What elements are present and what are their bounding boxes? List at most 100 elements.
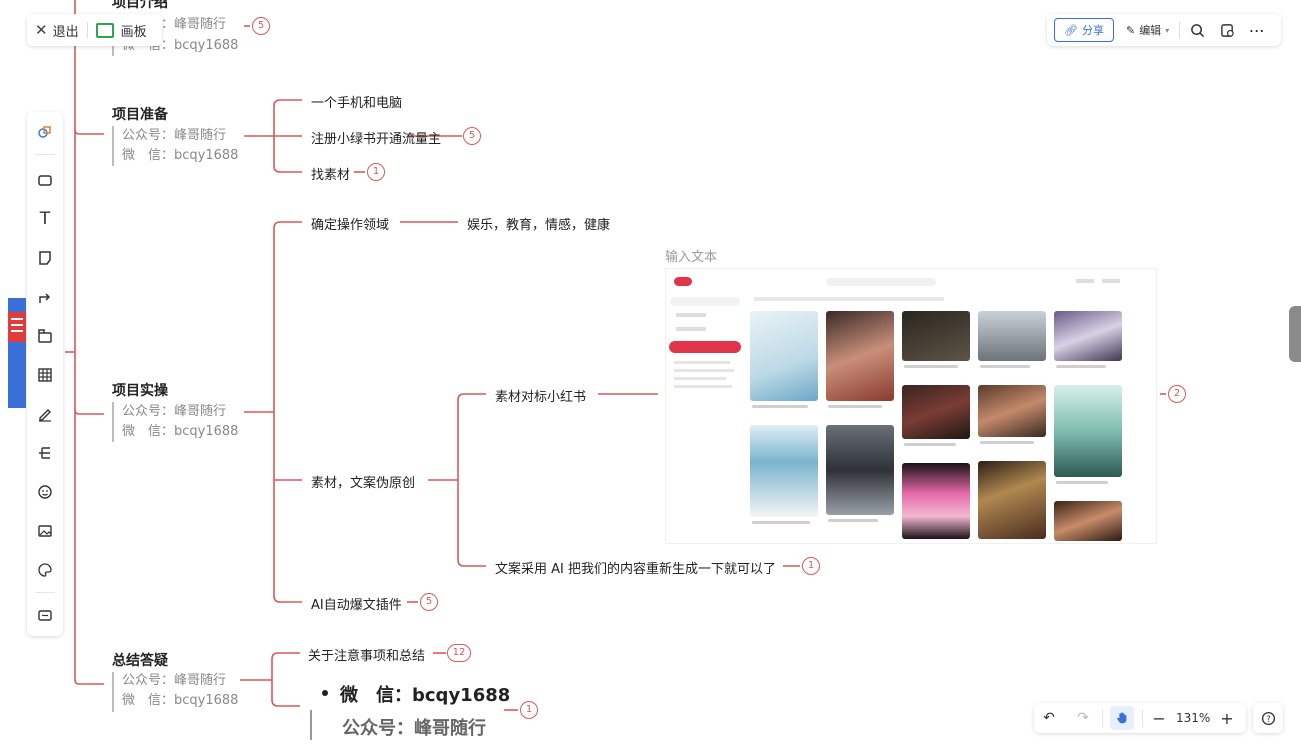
shapes-library-button[interactable] xyxy=(33,120,57,144)
shapes-icon xyxy=(38,126,51,138)
text-tool[interactable]: T xyxy=(33,207,57,231)
history-icon xyxy=(1220,23,1234,37)
mindmap-tool[interactable] xyxy=(33,441,57,465)
count-badge[interactable]: 12 xyxy=(447,644,471,662)
sticky-note-tool[interactable] xyxy=(33,246,57,270)
count-badge[interactable]: 2 xyxy=(1168,385,1186,403)
redo-icon: ↷ xyxy=(1077,710,1089,726)
more-button[interactable]: ⋯ xyxy=(1246,19,1268,41)
note-line: 微 信：bcqy1688 xyxy=(122,148,239,163)
board-button[interactable]: 画板 xyxy=(88,21,155,40)
note-bar xyxy=(112,672,114,712)
bottom-controls: ↶ ↷ − 131% + xyxy=(1034,703,1246,733)
topic-benchmark-xhs[interactable]: 素材对标小红书 xyxy=(495,390,587,405)
login-button xyxy=(669,341,741,353)
side-item xyxy=(676,313,706,317)
share-button[interactable]: 🔗︎ 分享 xyxy=(1054,18,1114,42)
emoji-tool[interactable] xyxy=(33,480,57,504)
share-label: 分享 xyxy=(1081,24,1104,37)
topic-register[interactable]: 注册小绿书开通流量主 xyxy=(311,132,442,147)
category-tabs xyxy=(754,297,944,301)
section-title-summary[interactable]: 总结答疑 xyxy=(112,653,168,669)
topic-account-quote[interactable]: 公众号：峰哥随行 xyxy=(342,718,486,739)
comment-icon xyxy=(38,610,52,621)
count-badge[interactable]: 5 xyxy=(463,127,481,145)
count-badge[interactable]: 5 xyxy=(252,17,270,35)
emoji-icon xyxy=(38,485,52,499)
zoom-level[interactable]: 131% xyxy=(1176,711,1211,725)
topic-notes-summary[interactable]: 关于注意事项和总结 xyxy=(308,649,426,664)
topic-domain-list[interactable]: 娱乐，教育，情感，健康 xyxy=(467,218,611,233)
note-line: 公众号：峰哥随行 xyxy=(122,128,227,143)
count-badge[interactable]: 1 xyxy=(367,163,385,181)
search-button[interactable] xyxy=(1186,19,1208,41)
side-text xyxy=(674,385,732,388)
left-toolbar: T xyxy=(27,112,63,636)
thumb-caption xyxy=(980,441,1034,444)
image-tool[interactable] xyxy=(33,519,57,543)
plus-icon: + xyxy=(1220,708,1234,728)
section-title-practice[interactable]: 项目实操 xyxy=(112,383,168,399)
thumb-image xyxy=(902,385,970,439)
comment-tool[interactable] xyxy=(33,604,57,628)
topic-material-copy[interactable]: 素材，文案伪原创 xyxy=(311,476,416,491)
topic-domain[interactable]: 确定操作领域 xyxy=(311,218,390,233)
count-badge[interactable]: 1 xyxy=(520,701,538,719)
header-link xyxy=(1076,279,1094,283)
table-tool[interactable] xyxy=(33,363,57,387)
right-panel-handle[interactable] xyxy=(1289,306,1301,362)
header-link xyxy=(1102,279,1120,283)
zoom-in-button[interactable]: + xyxy=(1216,707,1238,729)
exit-button[interactable]: ✕ 退出 xyxy=(27,21,87,40)
thumb-image xyxy=(978,385,1046,437)
topic-ai-rewrite[interactable]: 文案采用 AI 把我们的内容重新生成一下就可以了 xyxy=(495,562,776,577)
minus-icon: − xyxy=(1152,708,1166,728)
pen-icon: ✎ xyxy=(1125,23,1136,37)
thumb-caption xyxy=(752,521,810,524)
thumb-image xyxy=(1054,311,1122,361)
image-icon xyxy=(38,525,52,537)
redo-button[interactable]: ↷ xyxy=(1072,707,1094,729)
thumb-image xyxy=(902,311,970,361)
topic-ai-plugin[interactable]: AI自动爆文插件 xyxy=(311,598,402,613)
search-box xyxy=(826,278,936,286)
pen-tool[interactable] xyxy=(33,402,57,426)
input-text-placeholder[interactable]: 输入文本 xyxy=(665,250,718,265)
topic-find-material[interactable]: 找素材 xyxy=(311,168,351,183)
top-right-toolbar: 🔗︎ 分享 ✎ 编辑 ▾ ⋯ xyxy=(1047,14,1281,46)
more-icon: ⋯ xyxy=(1248,20,1266,40)
thumb-caption xyxy=(752,405,808,408)
side-panel-lines xyxy=(11,330,23,332)
side-text xyxy=(674,369,734,372)
count-badge[interactable]: 1 xyxy=(802,557,820,575)
history-button[interactable] xyxy=(1216,19,1238,41)
connector-tool[interactable] xyxy=(33,285,57,309)
style-tool[interactable] xyxy=(33,558,57,582)
side-text xyxy=(674,377,726,380)
section-title-prepare[interactable]: 项目准备 xyxy=(112,107,168,123)
topic-phone-computer[interactable]: 一个手机和电脑 xyxy=(311,96,403,111)
topic-wechat-bullet[interactable]: 微 信：bcqy1688 xyxy=(340,685,511,706)
help-icon: ? xyxy=(1261,711,1275,725)
exit-label: 退出 xyxy=(52,24,79,40)
thumb-image xyxy=(1054,385,1122,477)
svg-text:?: ? xyxy=(1266,713,1270,723)
rectangle-tool[interactable] xyxy=(33,168,57,192)
zoom-out-button[interactable]: − xyxy=(1148,707,1170,729)
embedded-screenshot[interactable] xyxy=(665,268,1157,544)
thumb-image xyxy=(902,463,970,539)
side-panel-lines xyxy=(11,324,23,326)
thumb-caption xyxy=(904,365,958,368)
edit-dropdown[interactable]: ✎ 编辑 ▾ xyxy=(1126,22,1169,38)
thumb-image xyxy=(978,461,1046,539)
hand-tool-button[interactable] xyxy=(1110,706,1134,730)
pen-draw-icon xyxy=(39,409,51,422)
help-button[interactable]: ? xyxy=(1253,703,1283,733)
thumb-caption xyxy=(1056,481,1108,484)
divider xyxy=(35,154,55,155)
undo-button[interactable]: ↶ xyxy=(1038,707,1060,729)
thumb-caption xyxy=(980,365,1030,368)
count-badge[interactable]: 5 xyxy=(420,593,438,611)
frame-tool[interactable] xyxy=(33,324,57,348)
section-title-intro[interactable]: 项目介绍 xyxy=(112,0,168,11)
